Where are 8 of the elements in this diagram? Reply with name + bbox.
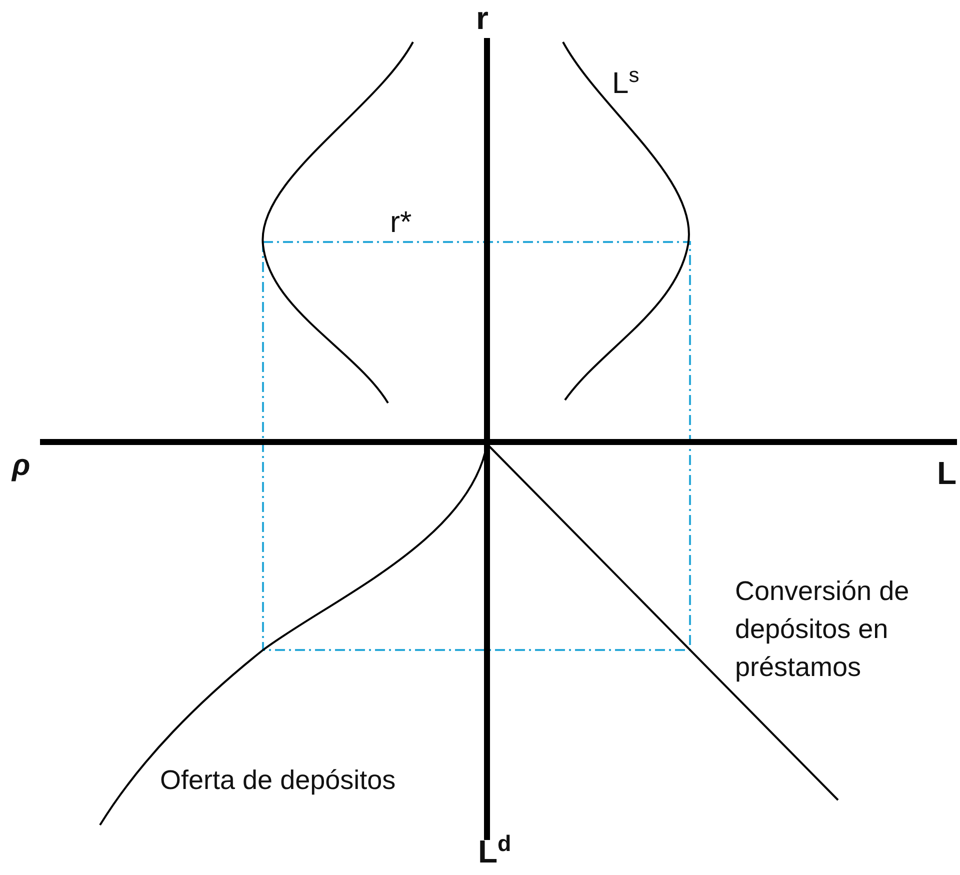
axis-label: r [476, 0, 488, 36]
axis-label: L$^{d}$ [478, 830, 512, 870]
curve-label: L$^{s}$ [612, 63, 640, 102]
curve-label: Oferta de depósitos [160, 764, 396, 797]
value-label: r* [390, 205, 412, 241]
axis-label: ρ [12, 448, 30, 484]
curve-label: Conversión de depósitos en préstamos [735, 575, 910, 684]
axis-label: L [937, 455, 957, 491]
